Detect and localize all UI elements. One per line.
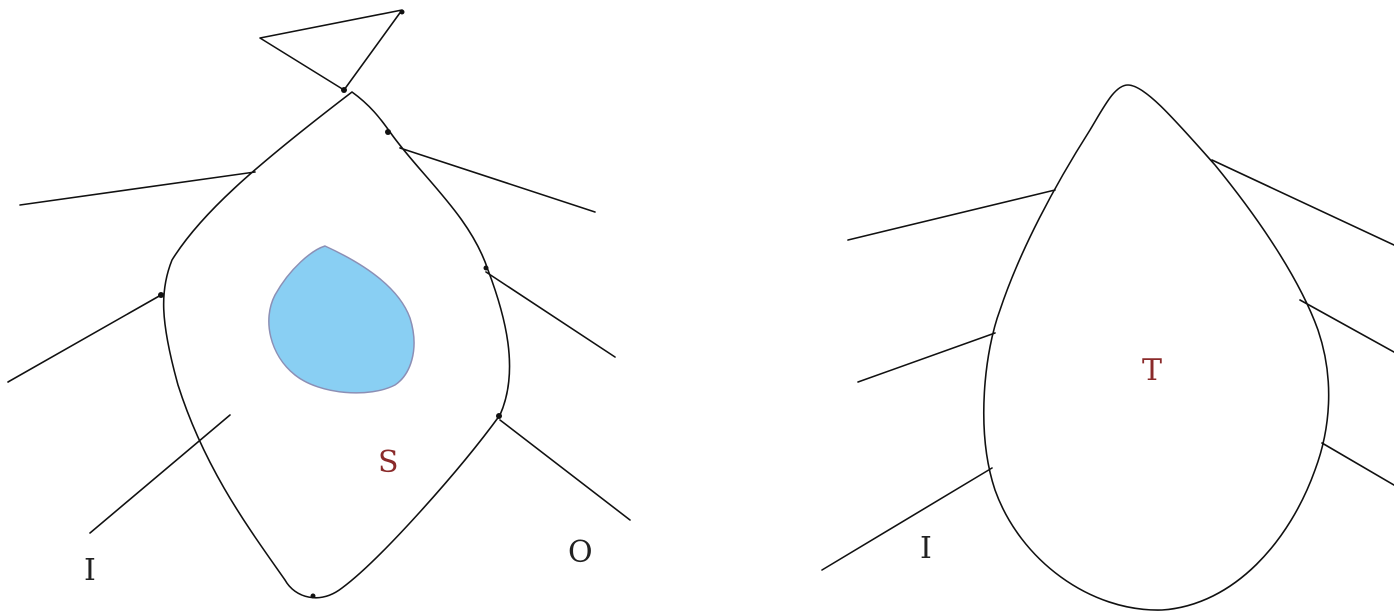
outflow-label: O: [568, 535, 593, 570]
loop-vertex: [400, 10, 405, 15]
edge-right-fig-right-top: [1212, 160, 1394, 245]
edge-right-fig-left-top: [848, 190, 1055, 240]
node-bottom: [311, 594, 316, 599]
edge-outflow: [500, 420, 630, 520]
edge-right-fig-right-low: [1322, 443, 1394, 485]
edge-right-fig-left-mid: [858, 333, 995, 382]
region-s-label: S: [378, 445, 399, 480]
inflow-label-left: I: [84, 553, 96, 588]
edge-inflow: [90, 415, 230, 533]
edge-left-mid: [8, 295, 161, 382]
edge-left-top: [20, 172, 255, 205]
region-t-boundary: [984, 85, 1329, 610]
loop-node: [341, 87, 347, 93]
node-top-right: [385, 129, 391, 135]
edge-right-fig-inflow: [822, 468, 992, 570]
right-figure: T I: [822, 85, 1394, 610]
edge-right-mid: [486, 272, 615, 357]
edge-right-fig-right-mid: [1300, 300, 1394, 352]
top-loop: [260, 10, 402, 90]
blue-blob: [269, 246, 414, 393]
left-figure: S I O: [8, 10, 630, 599]
region-t-label: T: [1142, 353, 1162, 388]
node-right-low: [496, 413, 502, 419]
inflow-label-right: I: [920, 531, 932, 566]
node-right-mid: [484, 266, 489, 271]
